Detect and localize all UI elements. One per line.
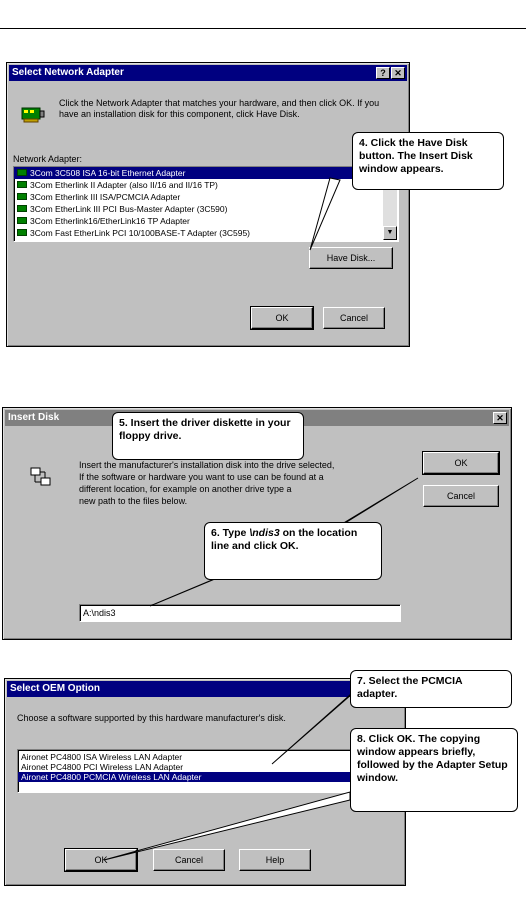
scroll-down-button[interactable]: ▼ (383, 226, 397, 240)
cancel-button[interactable]: Cancel (323, 307, 385, 329)
dialog-title: Insert Disk (8, 412, 60, 423)
dialog-message: Choose a software supported by this hard… (17, 713, 286, 723)
cancel-button[interactable]: Cancel (423, 485, 499, 507)
callout-6-path: \ndis3 (249, 527, 280, 539)
ok-button[interactable]: OK (422, 451, 500, 475)
adapter-name: 3Com Etherlink16/EtherLink16 TP Adapter (30, 216, 190, 226)
network-card-icon (17, 217, 27, 224)
adapter-list-item[interactable]: 3Com Etherlink III ISA/PCMCIA Adapter (14, 191, 398, 203)
oem-option-item[interactable]: Aironet PC4800 ISA Wireless LAN Adapter (21, 752, 183, 762)
adapter-list[interactable]: 3Com 3C508 ISA 16-bit Ethernet Adapter 3C… (13, 166, 399, 242)
adapter-list-item[interactable]: 3Com 3C508 ISA 16-bit Ethernet Adapter (14, 167, 398, 179)
have-disk-button[interactable]: Have Disk... (309, 247, 393, 269)
adapter-name: 3Com Fast EtherLink PCI 10/100BASE-T Ada… (30, 228, 251, 238)
callout-step-8: 8. Click OK. The copying window appears … (350, 728, 518, 812)
ok-button[interactable]: OK (64, 848, 138, 872)
title-bar[interactable]: Select Network Adapter ? ✕ (9, 65, 407, 81)
select-network-adapter-dialog: Select Network Adapter ? ✕ Click the Net… (6, 62, 410, 347)
title-bar[interactable]: Select OEM Option (7, 681, 403, 697)
help-button[interactable]: Help (239, 849, 311, 871)
dialog-title: Select OEM Option (10, 683, 101, 694)
dialog-message: Click the Network Adapter that matches y… (59, 98, 380, 119)
network-card-icon (17, 169, 27, 176)
message-line-3: different location, for example on anoth… (79, 484, 292, 494)
callout-step-6: 6. Type \ndis3 on the location line and … (204, 522, 382, 580)
adapter-list-item[interactable]: 3Com Etherlink II Adapter (also II/16 an… (14, 179, 398, 191)
path-input[interactable]: A:\ndis3 (79, 604, 401, 622)
help-title-button[interactable]: ? (376, 67, 390, 79)
dialog-title: Select Network Adapter (12, 67, 124, 78)
ok-button[interactable]: OK (250, 306, 314, 330)
callout-6-suffix: on the location line and click OK. (211, 527, 358, 552)
network-adapter-label: Network Adapter: (13, 154, 83, 164)
oem-option-item[interactable]: Aironet PC4800 PCI Wireless LAN Adapter (21, 762, 184, 772)
adapter-name: 3Com Etherlink III ISA/PCMCIA Adapter (30, 192, 181, 202)
adapter-list-item[interactable]: 3Com Fast EtherLink PCI 10/100BASE-T Ada… (14, 227, 398, 239)
disk-network-icon (30, 467, 51, 486)
adapter-name: 3Com EtherLink III PCI Bus-Master Adapte… (30, 204, 228, 214)
adapter-list-item[interactable]: 3Com EtherLink III PCI Bus-Master Adapte… (14, 203, 398, 215)
message-line-2: If the software or hardware you want to … (79, 472, 324, 482)
callout-step-5: 5. Insert the driver diskette in your fl… (112, 412, 304, 460)
message-line-1: Insert the manufacturer's installation d… (79, 460, 337, 470)
callout-step-4: 4. Click the Have Disk button. The Inser… (352, 132, 504, 190)
adapter-name: 3Com 3C508 ISA 16-bit Ethernet Adapter (30, 168, 186, 178)
network-adapter-icon (21, 107, 45, 123)
network-card-icon (17, 193, 27, 200)
select-oem-option-dialog: Select OEM Option Choose a software supp… (4, 678, 406, 886)
close-title-button[interactable]: ✕ (391, 67, 405, 79)
network-card-icon (17, 205, 27, 212)
adapter-list-item[interactable]: 3Com Etherlink16/EtherLink16 TP Adapter (14, 215, 398, 227)
oem-option-item[interactable]: Aironet PC4800 PCMCIA Wireless LAN Adapt… (18, 772, 394, 782)
network-card-icon (17, 229, 27, 236)
close-title-button[interactable]: ✕ (493, 412, 507, 424)
adapter-name: 3Com Etherlink II Adapter (also II/16 an… (30, 180, 218, 190)
network-card-icon (17, 181, 27, 188)
callout-step-7: 7. Select the PCMCIA adapter. (350, 670, 512, 708)
top-rule (0, 28, 526, 29)
cancel-button[interactable]: Cancel (153, 849, 225, 871)
message-line-4: new path to the files below. (79, 496, 188, 506)
callout-6-prefix: 6. Type (211, 527, 250, 539)
